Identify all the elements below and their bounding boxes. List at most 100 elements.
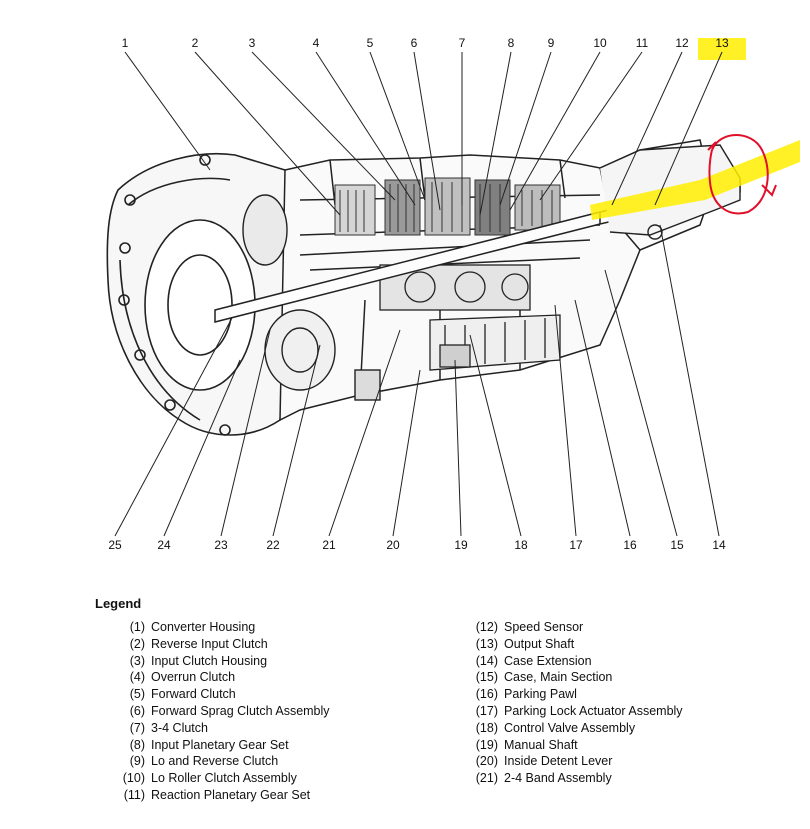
- callout-20: 20: [386, 538, 400, 552]
- legend-item: (17)Parking Lock Actuator Assembly: [468, 703, 683, 720]
- leader-line-1: [124, 51, 211, 171]
- leader-line-2: [194, 51, 341, 216]
- callout-3: 3: [248, 36, 256, 50]
- legend-item-number: (20): [475, 754, 498, 769]
- legend-item-text: 2-4 Band Assembly: [504, 771, 612, 786]
- legend-left-column: (1) Converter Housing (2) Reverse Input Clu…: [115, 619, 330, 804]
- legend-item: (5) Forward Clutch: [115, 686, 330, 703]
- legend-item-number: (3): [129, 653, 145, 668]
- legend-item-text: Lo and Reverse Clutch: [151, 754, 279, 769]
- callout-2: 2: [191, 36, 199, 50]
- legend-item: (14) Case Extension: [468, 653, 683, 670]
- leader-line-20: [392, 369, 421, 537]
- callout-14: 14: [712, 538, 726, 552]
- leader-line-24: [163, 359, 241, 537]
- legend-item-number: (5): [129, 687, 145, 702]
- callout-21: 21: [322, 538, 336, 552]
- callout-22: 22: [266, 538, 280, 552]
- legend-right-column: (12)Speed Sensor(13) Output Shaft (14) Case…: [468, 619, 683, 787]
- callout-23: 23: [214, 538, 228, 552]
- legend-item: (18) Control Valve Assembly: [468, 720, 683, 737]
- legend-item-text: Control Valve Assembly: [504, 720, 636, 735]
- legend-item-number: (8): [129, 737, 145, 752]
- leader-line-5: [369, 51, 426, 201]
- leader-line-14: [659, 224, 720, 537]
- leader-line-16: [574, 299, 631, 537]
- leader-line-15: [604, 269, 678, 537]
- callout-18: 18: [514, 538, 528, 552]
- callout-24: 24: [157, 538, 171, 552]
- callout-17: 17: [569, 538, 583, 552]
- legend-item-number: (14): [475, 653, 498, 668]
- legend-item-text: Parking Lock Actuator Assembly: [504, 703, 683, 718]
- legend-item-text: Input Planetary Gear Set: [151, 737, 289, 752]
- legend-item: (3) Input Clutch Housing: [115, 653, 330, 670]
- legend-item-number: (10): [122, 771, 145, 786]
- legend-item-text: Case Extension: [504, 653, 592, 668]
- highlight-annotation: [590, 38, 800, 220]
- legend-item: (7) 3-4 Clutch: [115, 720, 330, 737]
- leader-lines: [114, 51, 723, 537]
- callout-6: 6: [410, 36, 418, 50]
- legend-item: (9) Lo and Reverse Clutch: [115, 753, 330, 770]
- legend-item-text: 3-4 Clutch: [151, 720, 208, 735]
- legend-item-text: Converter Housing: [151, 620, 256, 634]
- leader-line-4: [315, 51, 416, 206]
- legend-item-text: Lo Roller Clutch Assembly: [151, 771, 297, 786]
- legend-item-number: (18): [475, 720, 498, 735]
- legend-item-number: (16): [475, 687, 498, 702]
- leader-line-18: [469, 334, 522, 537]
- leader-line-21: [328, 329, 401, 537]
- callout-10: 10: [593, 36, 607, 50]
- legend-item-number: (11): [123, 787, 145, 802]
- leader-line-8: [479, 51, 512, 216]
- legend-item: (20) Inside Detent Lever: [468, 753, 683, 770]
- callout-13: 13: [715, 36, 729, 50]
- legend-item-text: Input Clutch Housing: [151, 653, 268, 668]
- callout-16: 16: [623, 538, 637, 552]
- callout-12: 12: [675, 36, 689, 50]
- legend-item-text: Overrun Clutch: [151, 670, 236, 685]
- callout-9: 9: [547, 36, 555, 50]
- legend-item-number: (4): [129, 670, 145, 685]
- red-circle-annotation: [707, 134, 769, 215]
- legend-item-number: (19): [475, 737, 498, 752]
- leader-line-13: [654, 51, 723, 206]
- legend-item-number: (7): [129, 720, 145, 735]
- transmission-diagram: [106, 38, 800, 537]
- legend-item-number: (1): [129, 620, 145, 634]
- leader-line-22: [272, 344, 321, 537]
- legend-item-number: (6): [129, 703, 145, 718]
- legend-item-text: Reverse Input Clutch: [151, 636, 268, 651]
- callout-4: 4: [312, 36, 320, 50]
- legend-item-text: Reaction Planetary Gear Set: [151, 787, 311, 802]
- legend-item: (8) Input Planetary Gear Set: [115, 737, 330, 754]
- red-arrow: [761, 184, 777, 197]
- leader-line-11: [539, 51, 643, 201]
- clutch-packs: [334, 177, 561, 236]
- legend-item-number: (9): [129, 754, 145, 769]
- legend-item: (10) Lo Roller Clutch Assembly: [115, 770, 330, 787]
- legend-item: (15)Case, Main Section: [468, 669, 683, 686]
- legend-item-text: Forward Clutch: [151, 687, 236, 702]
- legend-item-text: Manual Shaft: [504, 737, 578, 752]
- leader-line-10: [509, 51, 601, 211]
- leader-line-6: [413, 51, 441, 211]
- legend-item: (12)Speed Sensor: [468, 619, 683, 636]
- callout-25: 25: [108, 538, 122, 552]
- front-gears: [242, 194, 381, 401]
- callout-11: 11: [635, 36, 649, 50]
- legend-item: (19) Manual Shaft: [468, 737, 683, 754]
- callout-15: 15: [670, 538, 684, 552]
- legend-item-number: (13): [475, 636, 498, 651]
- legend-item-number: (2): [129, 636, 145, 651]
- legend-item: (11) Reaction Planetary Gear Set: [115, 787, 330, 804]
- legend-item-text: Inside Detent Lever: [504, 754, 613, 769]
- legend-item-text: Parking Pawl: [504, 687, 577, 702]
- legend-item: (1) Converter Housing: [115, 619, 330, 636]
- callout-7: 7: [458, 36, 466, 50]
- callout-8: 8: [507, 36, 515, 50]
- leader-line-3: [251, 51, 396, 201]
- leader-line-12: [611, 51, 683, 206]
- legend-item-text: Output Shaft: [504, 636, 575, 651]
